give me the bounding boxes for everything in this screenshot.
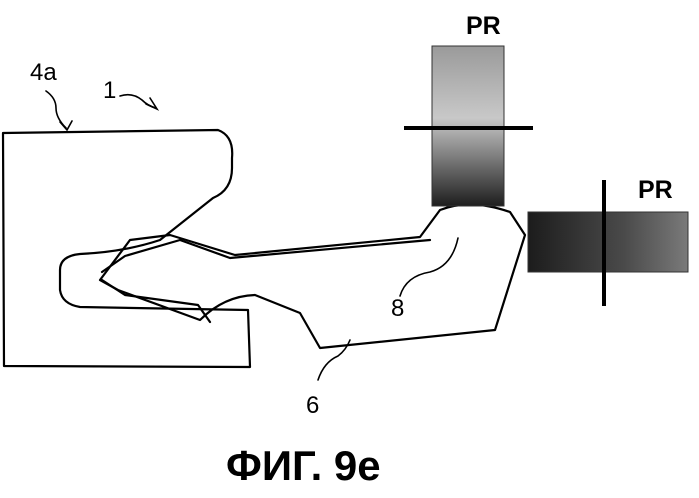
arm-part-8-lower	[102, 280, 210, 322]
arm-part-8	[102, 240, 430, 272]
label-lever-6: 6	[306, 392, 319, 419]
lever-part-6	[100, 204, 525, 348]
label-housing-4a: 4a	[30, 59, 57, 86]
leader-1-arrowhead	[146, 98, 157, 109]
pressure-roller-right	[528, 212, 688, 272]
label-arm-8: 8	[391, 295, 404, 322]
label-roller-right-pr: PR	[638, 176, 673, 204]
figure-caption: ФИГ. 9e	[226, 442, 381, 489]
leader-4a	[46, 91, 66, 128]
leader-8	[400, 238, 458, 296]
label-roller-top-pr: PR	[466, 12, 501, 40]
label-assembly-1: 1	[103, 77, 116, 104]
